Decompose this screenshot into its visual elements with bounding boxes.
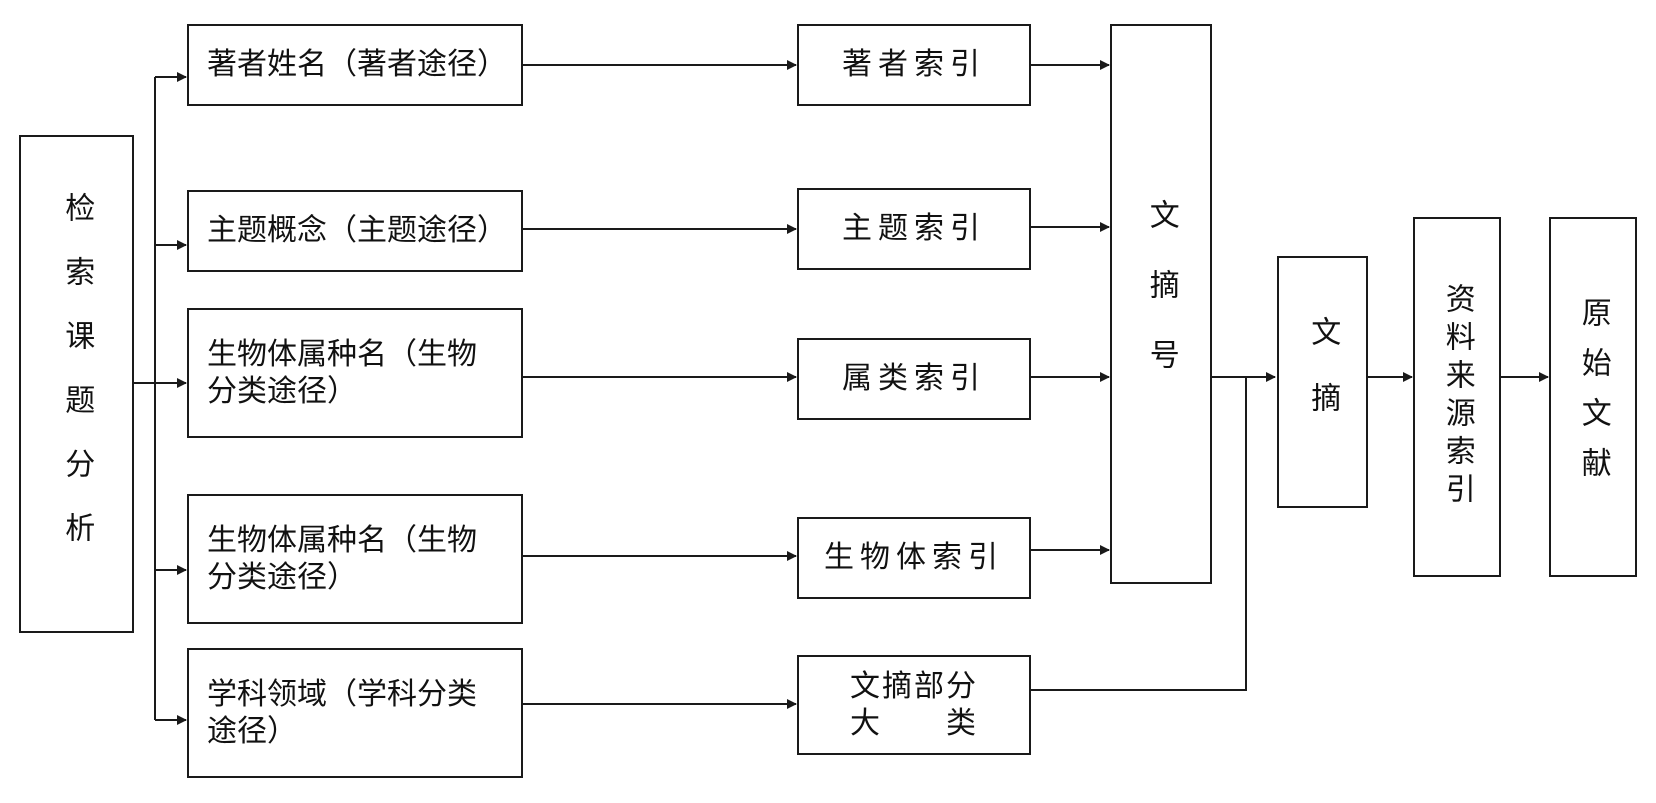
route-box-genus: 生物体属种名（生物 分类途径） bbox=[187, 308, 523, 438]
route-label-genus: 生物体属种名（生物 分类途径） bbox=[207, 336, 477, 410]
index-box-organism: 生物体索引 bbox=[797, 517, 1031, 599]
index-box-abstract-dept: 文摘部分 大 类 bbox=[797, 655, 1031, 755]
route-label-author: 著者姓名（著者途径） bbox=[207, 47, 507, 83]
abstract-box: 文摘 bbox=[1277, 256, 1368, 508]
analysis-box: 检索课题分析 bbox=[19, 135, 134, 633]
index-label-subject: 主题索引 bbox=[842, 211, 986, 247]
source-index-box: 资料来源索引 bbox=[1413, 217, 1501, 577]
abstract-number-box: 文摘号 bbox=[1110, 24, 1212, 584]
route-box-author: 著者姓名（著者途径） bbox=[187, 24, 523, 106]
index-box-author: 著者索引 bbox=[797, 24, 1031, 106]
index-label-author: 著者索引 bbox=[842, 47, 986, 83]
index-label-genus: 属类索引 bbox=[842, 361, 986, 397]
index-label-organism: 生物体索引 bbox=[824, 540, 1004, 576]
route-box-organism: 生物体属种名（生物 分类途径） bbox=[187, 494, 523, 624]
original-document-box: 原始文献 bbox=[1549, 217, 1637, 577]
index-box-subject: 主题索引 bbox=[797, 188, 1031, 270]
analysis-label: 检索课题分析 bbox=[59, 192, 95, 576]
route-box-subject: 主题概念（主题途径） bbox=[187, 190, 523, 272]
abstract-label: 文摘 bbox=[1305, 316, 1341, 448]
route-box-discipline: 学科领域（学科分类 途径） bbox=[187, 648, 523, 778]
connector-dept-to-junction bbox=[1031, 377, 1247, 691]
source-index-label: 资料来源索引 bbox=[1439, 283, 1475, 511]
abstract-number-label: 文摘号 bbox=[1143, 199, 1179, 409]
route-label-subject: 主题概念（主题途径） bbox=[207, 213, 507, 249]
index-box-genus: 属类索引 bbox=[797, 338, 1031, 420]
route-label-discipline: 学科领域（学科分类 途径） bbox=[207, 676, 477, 750]
original-document-label: 原始文献 bbox=[1575, 297, 1611, 497]
route-label-organism: 生物体属种名（生物 分类途径） bbox=[207, 522, 477, 596]
index-label-abstract-dept: 文摘部分 大 类 bbox=[850, 668, 978, 742]
